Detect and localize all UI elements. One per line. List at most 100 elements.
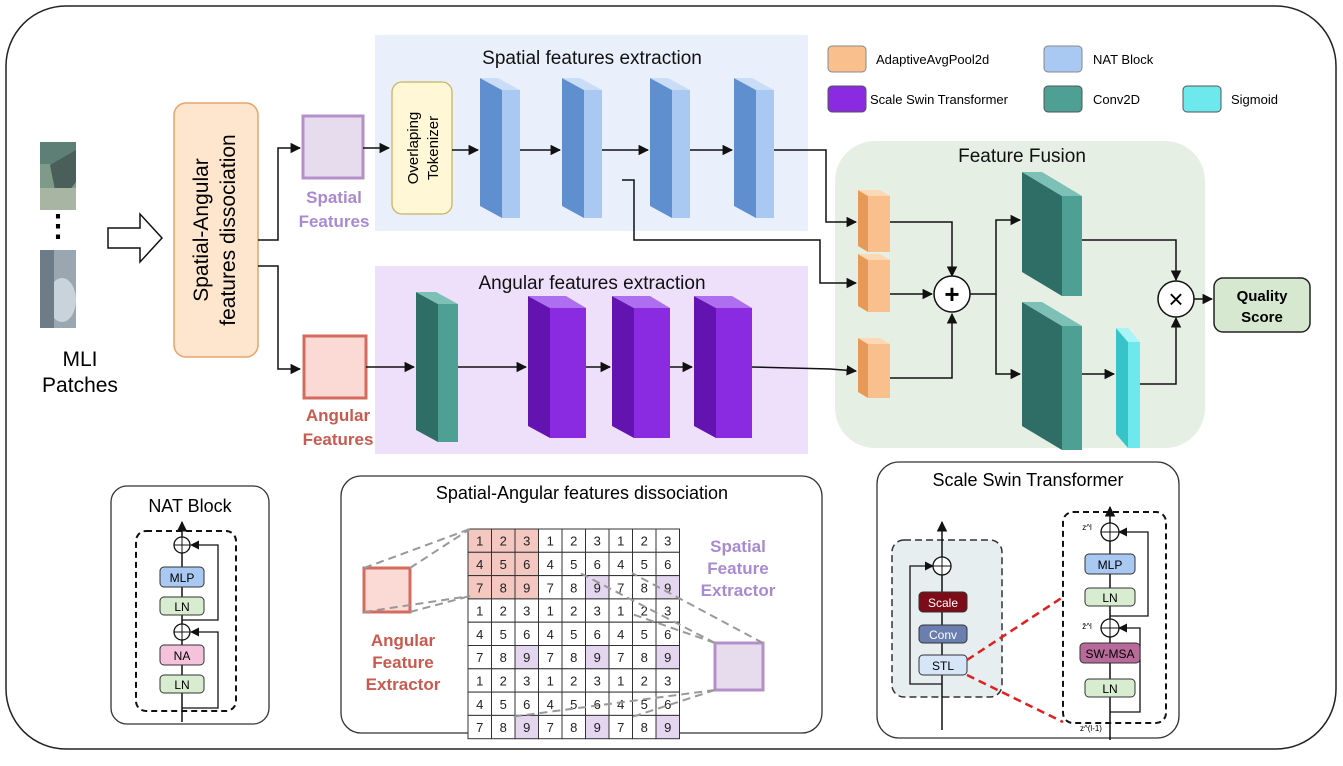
grid-cell-value: 3 bbox=[664, 673, 671, 688]
sad-proj-1 bbox=[409, 528, 471, 569]
nat-skip-bottom bbox=[182, 627, 219, 709]
grid-cell-value: 1 bbox=[476, 673, 483, 688]
patch-image-top bbox=[40, 142, 76, 210]
grid-cell-value: 4 bbox=[547, 697, 554, 712]
sad-proj-7 bbox=[631, 689, 716, 718]
grid-cell bbox=[655, 714, 680, 740]
grid-cell-value: 5 bbox=[641, 557, 648, 572]
grid-cell-value: 1 bbox=[547, 534, 554, 549]
nat-block-4 bbox=[734, 78, 774, 218]
grid-cell-value: 9 bbox=[594, 650, 601, 665]
nat-skip-top bbox=[182, 540, 219, 621]
grid-cell-value: 5 bbox=[500, 557, 507, 572]
grid-cell-value: 5 bbox=[500, 697, 507, 712]
grid-cell-value: 6 bbox=[664, 627, 671, 642]
grid-cell-value: 1 bbox=[476, 604, 483, 619]
sigmoid-block bbox=[1116, 328, 1140, 448]
arrow-to-angular bbox=[258, 265, 302, 375]
conv2d-fusion-top bbox=[1022, 172, 1082, 296]
grid-cell-value: 7 bbox=[476, 650, 483, 665]
grid-cell-value: 8 bbox=[641, 720, 648, 735]
sst-ln-block-top bbox=[1084, 587, 1136, 607]
sad-proj-2 bbox=[409, 595, 471, 613]
arrow-swin3-pool3 bbox=[751, 365, 858, 376]
mli-label-line1: MLI bbox=[62, 348, 97, 371]
sst-zoom-line-top bbox=[966, 595, 1064, 662]
nat-block-3 bbox=[650, 78, 690, 218]
spatial-features-line1: Spatial bbox=[306, 188, 362, 207]
mli-label-line2: Patches bbox=[42, 374, 118, 397]
grid-cell-value: 3 bbox=[594, 673, 601, 688]
sst-stl-block bbox=[918, 654, 968, 676]
sst-zoom-line-bottom bbox=[966, 673, 1064, 724]
arrow-pool3-plus bbox=[890, 312, 958, 379]
angular-features-line1: Angular bbox=[306, 406, 371, 425]
legend-label-sigmoid: Sigmoid bbox=[1231, 92, 1278, 107]
sad-spatial-label-1: Spatial bbox=[710, 537, 766, 556]
sad-angular-label-2: Feature bbox=[372, 653, 433, 672]
tokenizer-label-line1: Overlaping bbox=[405, 112, 422, 185]
adaptive-avgpool-3 bbox=[858, 338, 890, 398]
grid-cell-value: 7 bbox=[617, 720, 624, 735]
legend-label-conv2d: Conv2D bbox=[1093, 92, 1140, 107]
sad-panel-title: Spatial-Angular features dissociation bbox=[436, 483, 728, 503]
nat-block-1 bbox=[480, 78, 520, 218]
arrow-plus-conv-bottom bbox=[995, 294, 1022, 380]
grid-cell-value: 7 bbox=[547, 720, 554, 735]
grid-cell-value: 5 bbox=[570, 627, 577, 642]
quality-score-line1: Quality bbox=[1237, 288, 1289, 305]
angular-region-title: Angular features extraction bbox=[478, 273, 705, 294]
tokenizer-label-line2: Tokenizer bbox=[425, 116, 442, 180]
grid-cell-value: 3 bbox=[523, 604, 530, 619]
grid-cell-value: 3 bbox=[523, 534, 530, 549]
grid-cell-value: 3 bbox=[594, 604, 601, 619]
fusion-title: Feature Fusion bbox=[958, 146, 1086, 167]
angular-features-line2: Features bbox=[303, 430, 374, 449]
grid-cell-value: 7 bbox=[547, 580, 554, 595]
sst-mlp-block bbox=[1084, 553, 1136, 575]
sst-right-skip-top bbox=[1110, 527, 1149, 617]
adaptive-avgpool-2 bbox=[858, 254, 890, 312]
grid-cell-value: 9 bbox=[664, 720, 671, 735]
grid-cell-value: 5 bbox=[570, 697, 577, 712]
grid-cell-value: 8 bbox=[500, 720, 507, 735]
nat-ln-block-bottom bbox=[159, 674, 205, 694]
grid-cell-value: 9 bbox=[594, 580, 601, 595]
grid-cell-value: 9 bbox=[523, 720, 530, 735]
grid-cell-value: 3 bbox=[594, 534, 601, 549]
nat-mlp-label: MLP bbox=[170, 571, 195, 585]
quality-score-line2: Score bbox=[1241, 309, 1283, 326]
swin-block-3 bbox=[694, 296, 752, 438]
legend-label-swin: Scale Swin Transformer bbox=[870, 92, 1009, 107]
grid-cell-value: 2 bbox=[641, 534, 648, 549]
sad-proj-9 bbox=[631, 572, 764, 644]
sst-mlp-label: MLP bbox=[1098, 558, 1123, 572]
grid-cell-value: 2 bbox=[570, 534, 577, 549]
sad-spatial-label-2: Feature bbox=[707, 559, 768, 578]
legend-swatch-adaptiveavgpool bbox=[827, 45, 867, 73]
legend-swatch-conv2d bbox=[1043, 85, 1083, 113]
angular-features-square bbox=[302, 334, 368, 400]
grid-cell-value: 4 bbox=[476, 557, 483, 572]
sst-scale-block bbox=[918, 591, 968, 613]
sad-proj-3 bbox=[363, 528, 471, 569]
sad-angular-square bbox=[362, 566, 412, 614]
nat-panel-title: NAT Block bbox=[148, 496, 232, 516]
sst-var-bottom: z^(l-1) bbox=[1080, 724, 1102, 733]
patch-ellipsis: ⋮ bbox=[43, 210, 73, 243]
grid-cell-value: 2 bbox=[500, 604, 507, 619]
grid-cell-value: 1 bbox=[547, 673, 554, 688]
sad-angular-label-1: Angular bbox=[371, 631, 436, 650]
nat-ln-label-bottom: LN bbox=[174, 678, 189, 692]
sad-proj-6 bbox=[631, 613, 716, 644]
grid-cell-value: 7 bbox=[547, 650, 554, 665]
dissociation-label-line1: Spatial-Angular bbox=[190, 158, 213, 302]
sst-ln-block-bottom bbox=[1084, 678, 1136, 698]
spatial-region-title: Spatial features extraction bbox=[482, 48, 702, 69]
grid-cell-value: 4 bbox=[547, 627, 554, 642]
sst-swmsa-block bbox=[1079, 642, 1141, 664]
grid-cell-value: 9 bbox=[523, 580, 530, 595]
legend-swatch-sigmoid bbox=[1182, 85, 1222, 113]
sst-ln-label-bottom: LN bbox=[1102, 682, 1117, 696]
grid-cell-value: 7 bbox=[476, 580, 483, 595]
